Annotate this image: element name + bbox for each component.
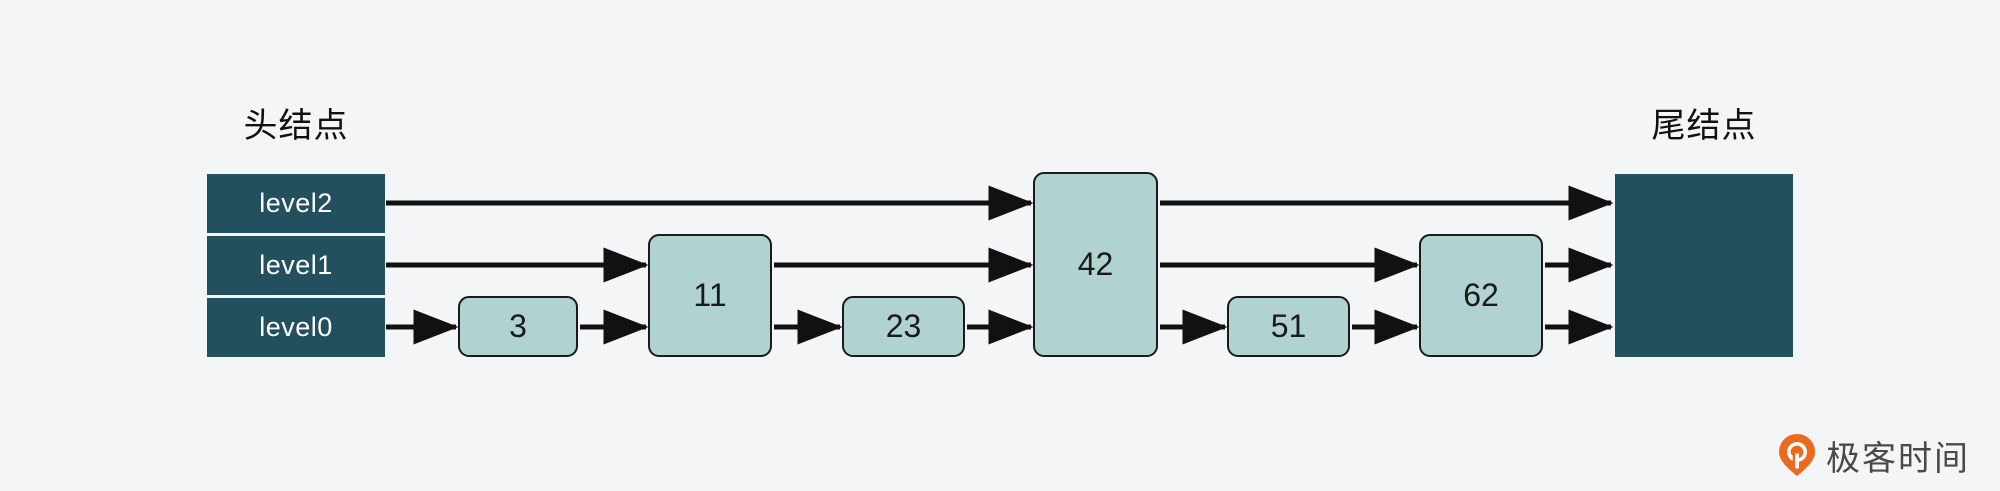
node-value: 42 <box>1077 246 1114 282</box>
node-value: 51 <box>1270 308 1307 344</box>
head-node-caption: 头结点 <box>243 107 349 145</box>
skiplist-node-51: 51 <box>1227 296 1350 357</box>
tail-node <box>1615 174 1793 357</box>
skiplist-node-3: 3 <box>458 296 578 357</box>
skiplist-node-42: 42 <box>1033 172 1158 357</box>
geektime-pin-icon <box>1779 434 1815 476</box>
node-value: 3 <box>509 308 527 344</box>
head-level-label: level1 <box>259 250 333 280</box>
head-level-cell-level1: level1 <box>207 236 385 295</box>
node-value: 23 <box>885 308 922 344</box>
node-value: 11 <box>693 277 727 313</box>
geektime-logo-text: 极客时间 <box>1826 439 1970 478</box>
geektime-logo: 极客时间 <box>1778 432 1970 478</box>
skiplist-node-11: 11 <box>648 234 772 357</box>
skiplist-node-23: 23 <box>842 296 965 357</box>
skiplist-node-62: 62 <box>1419 234 1543 357</box>
node-value: 62 <box>1463 277 1499 313</box>
tail-node-caption: 尾结点 <box>1651 107 1757 145</box>
head-level-label: level0 <box>259 312 333 342</box>
head-level-label: level2 <box>259 188 333 218</box>
head-level-cell-level2: level2 <box>207 174 385 233</box>
head-level-cell-level0: level0 <box>207 298 385 357</box>
head-node: level2 level1 level0 <box>207 174 385 357</box>
